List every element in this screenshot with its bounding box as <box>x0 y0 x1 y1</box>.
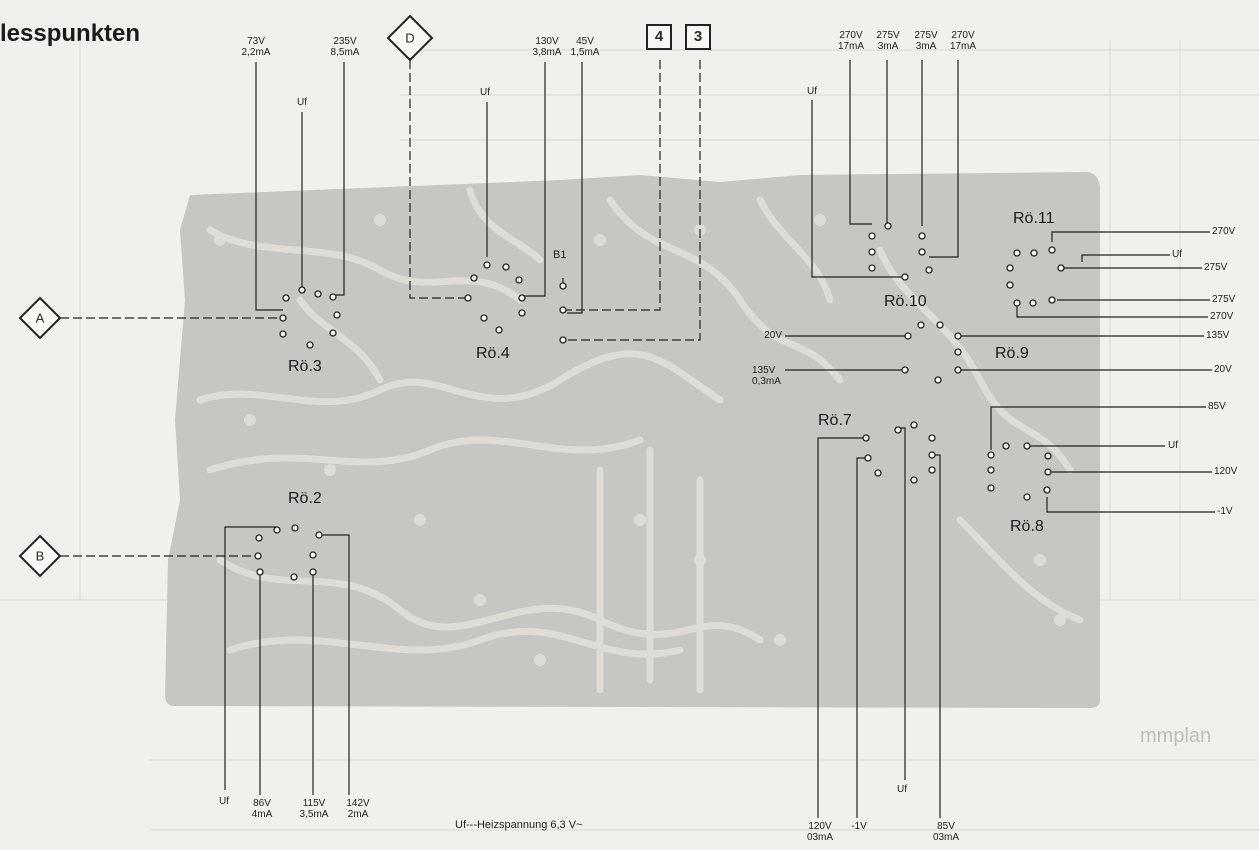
pcb-pads <box>214 214 1066 666</box>
footnote-heizspannung: Uf---Heizspannung 6,3 V~ <box>455 819 583 831</box>
marker-diamonds <box>18 14 434 578</box>
box-3: 3 <box>685 24 711 50</box>
label-right-275v-2: 275V <box>1212 294 1236 305</box>
marker-a-label: A <box>35 310 45 326</box>
uf-label-ro7: Uf <box>897 784 907 795</box>
box-4: 4 <box>646 24 672 50</box>
uf-label-ro11: Uf <box>1172 249 1182 260</box>
tube-ro2: Rö.2 <box>288 490 322 507</box>
tube-ro7: Rö.7 <box>818 412 852 429</box>
label-minus1v-bottom: -1V <box>851 821 867 832</box>
label-right-20v: 20V <box>1214 364 1232 375</box>
uf-label-ro4: Uf <box>480 87 490 98</box>
uf-label-ro2: Uf <box>219 796 229 807</box>
tube-ro4: Rö.4 <box>476 345 510 362</box>
marker-d-label: D <box>405 30 415 46</box>
marker-b-label: B <box>35 548 45 564</box>
label-right-135v: 135V <box>1206 330 1230 341</box>
tube-ro3: Rö.3 <box>288 358 322 375</box>
uf-label-ro8: Uf <box>1168 440 1178 451</box>
background-heading: mmplan <box>1140 725 1212 747</box>
tube-ro10: Rö.10 <box>884 293 927 310</box>
b1-label: B1 <box>553 249 567 261</box>
uf-label-ro3: Uf <box>297 97 307 108</box>
uf-label-ro10: Uf <box>807 86 817 97</box>
tube-ro8: Rö.8 <box>1010 518 1044 535</box>
tube-ro9: Rö.9 <box>995 345 1029 362</box>
label-left-20v: 20V <box>764 330 782 341</box>
page-title: lesspunkten <box>0 20 141 47</box>
label-right-270v-1: 270V <box>1212 226 1236 237</box>
tube-pins <box>254 222 1065 581</box>
leader-lines <box>60 60 1215 818</box>
label-right-270v-2: 270V <box>1210 311 1234 322</box>
label-right-85v: 85V <box>1208 401 1226 412</box>
label-right-120v: 120V <box>1214 466 1238 477</box>
tube-ro11: Rö.11 <box>1013 210 1055 227</box>
label-right-275v-1: 275V <box>1204 262 1228 273</box>
label-right-minus1v: -1V <box>1217 506 1233 517</box>
pcb-traces <box>196 186 1084 694</box>
